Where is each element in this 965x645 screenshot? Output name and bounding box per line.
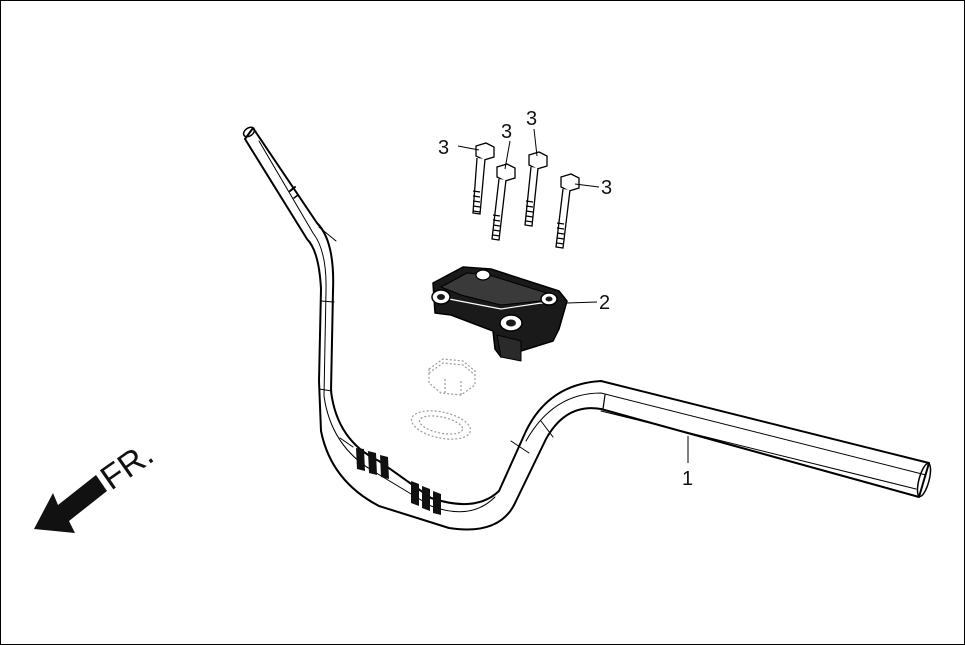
callout-3-c: 3	[526, 108, 537, 130]
callout-1: 1	[682, 468, 693, 490]
callout-2: 2	[599, 292, 610, 314]
front-arrow-icon	[34, 475, 107, 533]
leader-lines	[457, 128, 689, 463]
bolt-4	[555, 173, 580, 249]
callout-3-a: 3	[438, 137, 449, 159]
callout-3-b: 3	[501, 121, 512, 143]
handlebar-holder	[431, 266, 568, 362]
knurled-band-left	[356, 448, 389, 479]
bolt-1	[472, 142, 495, 215]
callout-3-d: 3	[601, 177, 612, 199]
handlebar	[242, 126, 932, 531]
bolt-3	[524, 151, 548, 227]
knurled-band-right	[411, 481, 441, 515]
bolt-2	[491, 163, 516, 241]
nut-dotted	[428, 358, 476, 396]
washer-dotted	[410, 410, 472, 440]
